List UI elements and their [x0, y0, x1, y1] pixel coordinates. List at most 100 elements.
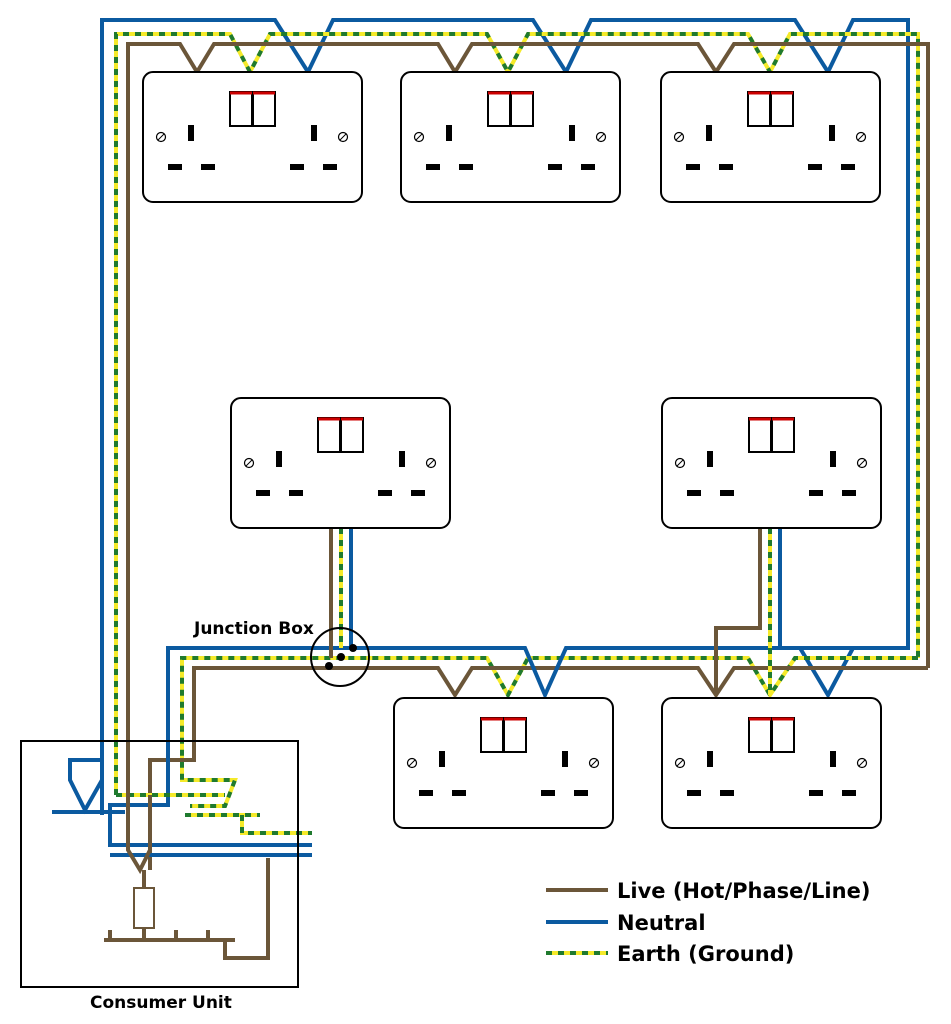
screw-slot [857, 133, 865, 141]
screw-slot [339, 133, 347, 141]
sockets [142, 71, 882, 829]
socket-switch [748, 717, 772, 753]
legend: Live (Hot/Phase/Line) Neutral Earth (Gro… [546, 879, 870, 966]
socket-switch [771, 717, 795, 753]
socket-bottom-center [393, 697, 614, 829]
socket-pin [808, 164, 822, 170]
socket-switch [770, 91, 794, 127]
earth-pin [707, 751, 713, 767]
earth-pin [562, 751, 568, 767]
live-to-fuse [126, 795, 152, 875]
junction-terminal [349, 644, 357, 652]
screw-slot [157, 133, 165, 141]
socket-switch [317, 417, 341, 453]
socket-pin [378, 490, 392, 496]
socket-pin [323, 164, 337, 170]
earth-pin [707, 451, 713, 467]
socket-pin [168, 164, 182, 170]
socket-pin [720, 790, 734, 796]
earth-pin [439, 751, 445, 767]
earth-pin [188, 125, 194, 141]
legend-neutral-label: Neutral [617, 911, 706, 935]
socket-pin [426, 164, 440, 170]
screw-slot [676, 459, 684, 467]
socket-faceplate [400, 71, 621, 203]
socket-pin [841, 164, 855, 170]
live-busbar-ticks [108, 930, 210, 940]
socket-pin [201, 164, 215, 170]
socket-pin [686, 164, 700, 170]
socket-pin [256, 490, 270, 496]
junction-box-label: Junction Box [193, 619, 314, 639]
junction-terminal [337, 653, 345, 661]
screw-slot [590, 759, 598, 767]
socket-faceplate [661, 397, 882, 529]
socket-pin [687, 490, 701, 496]
socket-pin [581, 164, 595, 170]
consumer-unit-box [20, 740, 299, 988]
socket-switch [487, 91, 511, 127]
socket-pin [548, 164, 562, 170]
screw-slot [676, 759, 684, 767]
earth-pin [569, 125, 575, 141]
earth-pin [276, 451, 282, 467]
earth-pin [446, 125, 452, 141]
socket-switch [503, 717, 527, 753]
screw-slot [858, 459, 866, 467]
socket-pin [687, 790, 701, 796]
socket-pin [842, 490, 856, 496]
socket-pin [574, 790, 588, 796]
socket-pin [289, 490, 303, 496]
socket-switch [340, 417, 364, 453]
socket-pin [290, 164, 304, 170]
live-busbar [104, 858, 270, 960]
socket-pin [720, 490, 734, 496]
socket-top-center [400, 71, 621, 203]
socket-switch [747, 91, 771, 127]
socket-switch [771, 417, 795, 453]
socket-faceplate [142, 71, 363, 203]
socket-pin [809, 490, 823, 496]
earth-bar-2-dash [240, 815, 312, 835]
earth-pin [830, 751, 836, 767]
neutral-bar-feed [68, 758, 104, 815]
earth-bar-2 [240, 815, 312, 835]
socket-pin [842, 790, 856, 796]
screw-slot [597, 133, 605, 141]
screw-slot [245, 459, 253, 467]
socket-top-left [142, 71, 363, 203]
socket-pin [459, 164, 473, 170]
socket-switch [252, 91, 276, 127]
screw-slot [858, 759, 866, 767]
junction-box-circle [310, 627, 370, 687]
socket-pin [809, 790, 823, 796]
legend-earth-label: Earth (Ground) [617, 942, 794, 966]
live-wire-bottom-ring [148, 666, 928, 870]
socket-faceplate [660, 71, 881, 203]
socket-pin [411, 490, 425, 496]
junction-box [310, 627, 370, 687]
neutral-wire-bottom-ring [108, 646, 853, 847]
socket-switch [480, 717, 504, 753]
socket-switch [229, 91, 253, 127]
socket-pin [419, 790, 433, 796]
socket-faceplate [661, 697, 882, 829]
fuse [133, 887, 155, 929]
legend-live-label: Live (Hot/Phase/Line) [617, 879, 870, 903]
socket-middle-right [661, 397, 882, 529]
junction-terminal [325, 662, 333, 670]
socket-pin [452, 790, 466, 796]
socket-pin [719, 164, 733, 170]
live-wire-spur-right [714, 528, 762, 695]
socket-switch [748, 417, 772, 453]
earth-pin [706, 125, 712, 141]
screw-slot [415, 133, 423, 141]
screw-slot [427, 459, 435, 467]
screw-slot [408, 759, 416, 767]
socket-bottom-right [661, 697, 882, 829]
wiring [52, 18, 930, 960]
earth-pin [311, 125, 317, 141]
screw-slot [675, 133, 683, 141]
socket-faceplate [393, 697, 614, 829]
